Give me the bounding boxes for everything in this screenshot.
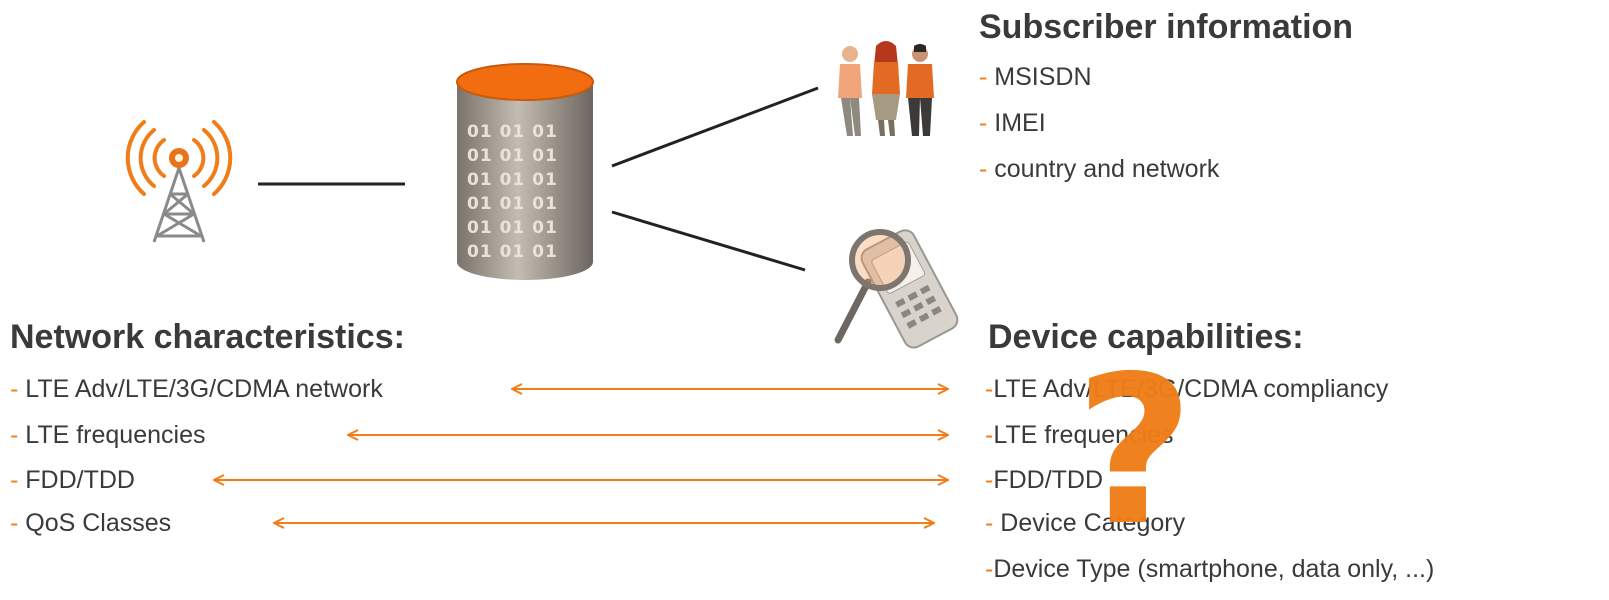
network-item-duplex: - FDD/TDD [10,465,135,495]
bullet-dash: - [10,375,26,403]
device-item-label: FDD/TDD [993,466,1104,494]
subscriber-item-label: country and network [994,155,1220,183]
bullet-dash: - [985,509,1001,537]
bullet-dash: - [10,466,26,494]
subscriber-item-label: MSISDN [994,63,1092,91]
database-bits-row: 01 01 01 [467,146,558,166]
bullet-dash: - [10,509,26,537]
network-item-technology: - LTE Adv/LTE/3G/CDMA network [10,374,383,404]
bullet-dash: - [985,421,994,449]
device-item-label: Device Category [1000,509,1186,537]
antenna-tower-icon [125,120,233,243]
device-capabilities-title: Device capabilities: [988,318,1304,356]
bullet-dash: - [985,555,994,583]
device-item-label: Device Type (smartphone, data only, ...) [993,555,1435,583]
database-bits-row: 01 01 01 [467,218,558,238]
database-bits-row: 01 01 01 [467,194,558,214]
device-item-compliancy: -LTE Adv/LTE/3G/CDMA compliancy [985,374,1388,404]
bullet-dash: - [979,109,995,137]
bullet-dash: - [10,421,26,449]
question-mark-icon: ? [1075,333,1194,571]
subscriber-info-title: Subscriber information [979,8,1354,46]
network-characteristics-title: Network characteristics: [10,318,405,356]
database-bits-row: 01 01 01 [467,242,558,262]
subscriber-item-country-network: - country and network [979,154,1219,184]
device-item-frequencies: -LTE frequencies [985,420,1174,450]
subscriber-item-imei: - IMEI [979,108,1046,138]
device-item-duplex: -FDD/TDD [985,465,1103,495]
subscriber-item-msisdn: - MSISDN [979,62,1092,92]
db-subscriber-connector [611,86,819,168]
bullet-dash: - [979,63,995,91]
subscriber-item-label: IMEI [994,109,1046,137]
bullet-dash: - [985,466,994,494]
network-item-qos: - QoS Classes [10,508,171,538]
database-cylinder: 01 01 01 01 01 01 01 01 01 01 01 01 01 0… [455,62,595,282]
bullet-dash: - [985,375,994,403]
device-item-type: -Device Type (smartphone, data only, ...… [985,554,1434,584]
network-item-label: LTE Adv/LTE/3G/CDMA network [25,375,383,403]
network-item-frequencies: - LTE frequencies [10,420,205,450]
db-device-connector [611,210,806,272]
bullet-dash: - [979,155,995,183]
network-item-label: FDD/TDD [25,466,135,494]
device-item-label: LTE Adv/LTE/3G/CDMA compliancy [993,375,1389,403]
phone-magnifier-icon [834,229,959,349]
device-item-category: - Device Category [985,508,1185,538]
device-item-label: LTE frequencies [993,421,1174,449]
database-bits-row: 01 01 01 [467,170,558,190]
people-group-icon [838,41,934,136]
network-item-label: QoS Classes [25,509,172,537]
database-bits-row: 01 01 01 [467,122,558,142]
network-item-label: LTE frequencies [25,421,206,449]
